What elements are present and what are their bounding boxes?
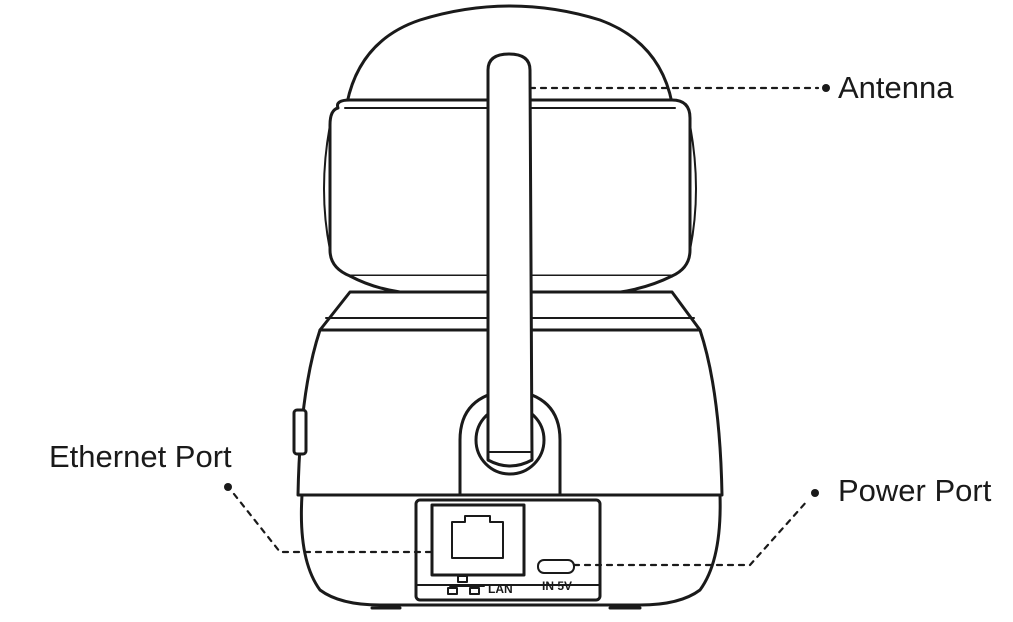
lan-label: LAN (488, 582, 513, 596)
camera-head-left-edge (323, 124, 331, 251)
antenna (486, 52, 534, 468)
power-leader-dot (811, 489, 819, 497)
antenna-leader-dot (822, 84, 830, 92)
ethernet-leader (232, 492, 434, 554)
micro-usb-port-icon (537, 559, 575, 574)
power-port-label: IN 5V (542, 579, 572, 593)
power-port-callout: Power Port (838, 473, 992, 508)
antenna-label: Antenna (838, 70, 954, 105)
network-icon (447, 575, 485, 595)
rj45-port-icon (451, 515, 504, 559)
side-button (292, 408, 308, 456)
ethernet-port-label: Ethernet Port (49, 439, 232, 474)
camera-head-right-edge (689, 124, 697, 251)
power-leader (572, 498, 810, 567)
ethernet-leader-dot (224, 483, 232, 491)
